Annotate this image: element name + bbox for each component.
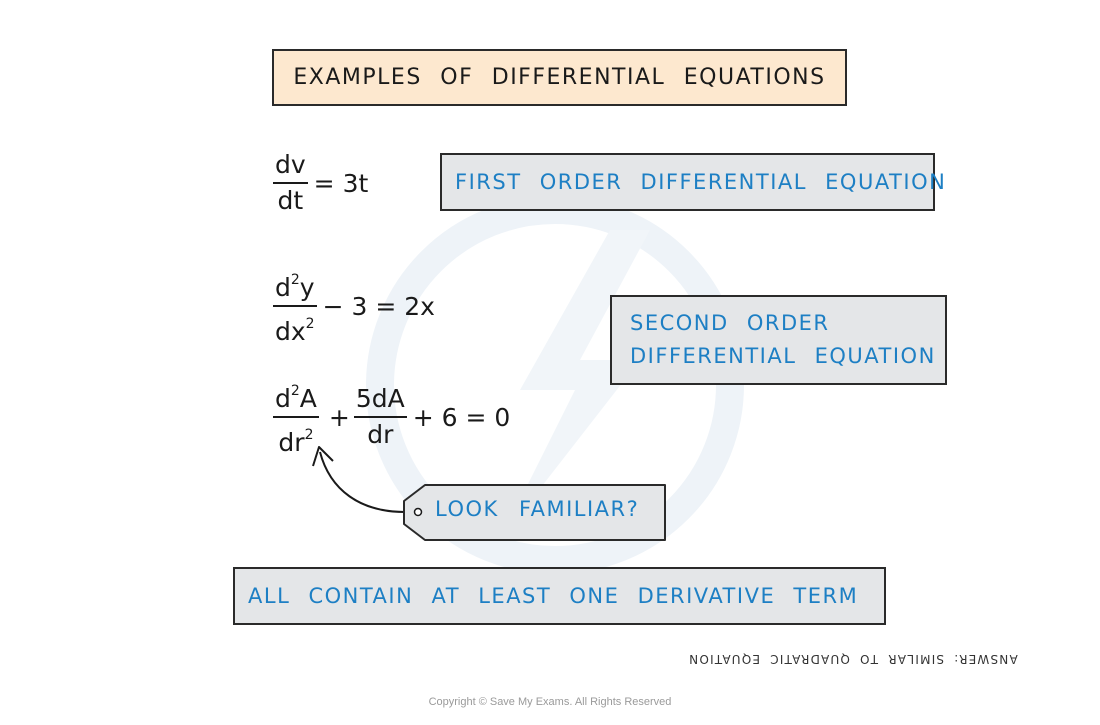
fraction-d2A-dr2: d2A dr2 bbox=[273, 376, 319, 458]
fraction-d2y-dx2: d2y dx2 bbox=[273, 265, 317, 347]
upside-down-answer: ANSWER: SIMILAR TO QUADRATIC EQUATION bbox=[688, 652, 1018, 666]
equation-rhs: + 6 = 0 bbox=[412, 402, 511, 432]
equation-rhs: = 3t bbox=[313, 168, 369, 198]
first-order-label-box: FIRST ORDER DIFFERENTIAL EQUATION bbox=[440, 153, 945, 211]
price-tag-icon bbox=[403, 484, 666, 541]
equation-first-order: dv dt = 3t bbox=[273, 150, 368, 216]
fraction-numerator: dv bbox=[273, 150, 308, 184]
title-box: EXAMPLES OF DIFFERENTIAL EQUATIONS bbox=[272, 49, 847, 106]
summary-box: ALL CONTAIN AT LEAST ONE DERIVATIVE TERM bbox=[233, 567, 886, 625]
fraction-denominator: dr2 bbox=[278, 427, 314, 457]
page-title: EXAMPLES OF DIFFERENTIAL EQUATIONS bbox=[293, 65, 826, 90]
fraction-denominator: dr bbox=[367, 420, 394, 449]
look-familiar-label: LOOK FAMILIAR? bbox=[435, 497, 640, 521]
copyright-notice: Copyright © Save My Exams. All Rights Re… bbox=[428, 696, 672, 708]
equation-rhs: − 3 = 2x bbox=[322, 291, 435, 321]
fraction-dv-dt: dv dt bbox=[273, 150, 308, 216]
equation-quadratic-like: d2A dr2 + 5dA dr + 6 = 0 bbox=[273, 376, 510, 458]
second-order-label-line2: DIFFERENTIAL EQUATION bbox=[630, 344, 936, 368]
second-order-label-box: SECOND ORDER DIFFERENTIAL EQUATION bbox=[610, 295, 947, 385]
plus-sign: + bbox=[328, 402, 350, 432]
summary-label: ALL CONTAIN AT LEAST ONE DERIVATIVE TERM bbox=[248, 584, 859, 608]
equation-second-order: d2y dx2 − 3 = 2x bbox=[273, 265, 435, 347]
fraction-numerator: 5dA bbox=[353, 384, 407, 418]
fraction-5dA-dr: 5dA dr bbox=[353, 384, 407, 450]
fraction-denominator: dt bbox=[277, 186, 304, 215]
fraction-numerator: d2y bbox=[273, 265, 317, 307]
first-order-label: FIRST ORDER DIFFERENTIAL EQUATION bbox=[455, 170, 947, 194]
fraction-numerator: d2A bbox=[273, 376, 319, 418]
fraction-denominator: dx2 bbox=[275, 316, 315, 346]
second-order-label-line1: SECOND ORDER bbox=[630, 311, 830, 335]
curved-arrow-icon bbox=[319, 451, 406, 513]
